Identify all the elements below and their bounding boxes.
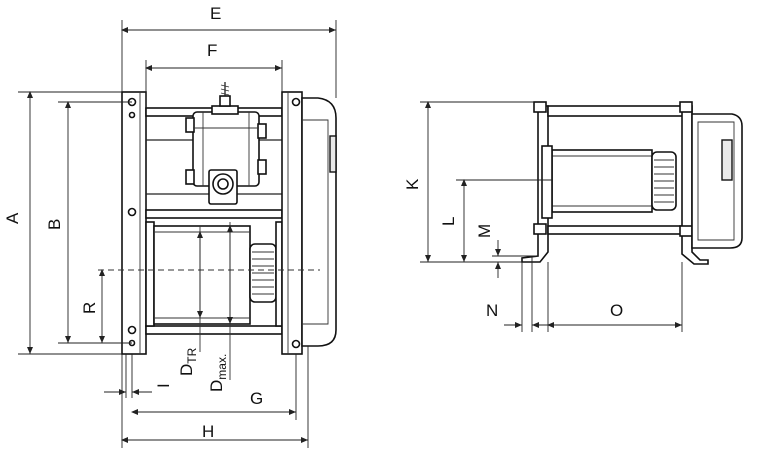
gearbox-flange <box>211 105 239 115</box>
dimension-g <box>121 354 297 448</box>
label-m: M <box>475 224 494 238</box>
label-d-max: Dmax. <box>207 354 229 392</box>
front-view: E F A B R <box>3 4 337 448</box>
label-o: O <box>610 301 623 320</box>
side-motor-hood <box>691 113 743 249</box>
dimension-e <box>121 20 337 98</box>
middle-cross-bar <box>145 209 283 219</box>
label-h: H <box>202 422 214 441</box>
dimension-i <box>104 354 152 398</box>
label-a: A <box>3 212 22 224</box>
label-i: I <box>154 383 173 388</box>
bolt <box>127 325 137 335</box>
crank-boss <box>208 169 238 205</box>
dimension-h <box>121 346 309 448</box>
dimension-a <box>18 91 122 355</box>
label-d-tr: DTR <box>177 347 199 376</box>
breather-stud <box>219 82 231 107</box>
side-drum <box>551 149 653 213</box>
side-view: K L M N O <box>403 101 743 332</box>
label-k: K <box>403 178 422 190</box>
side-rope-coils <box>651 151 677 211</box>
motor-hood <box>301 97 337 347</box>
right-side-plate <box>281 91 303 355</box>
drum <box>153 225 251 325</box>
drum-flange-right <box>275 221 283 327</box>
dimension-f <box>145 60 283 108</box>
frame-top-bar <box>547 105 687 117</box>
label-r: R <box>80 302 99 314</box>
bolt <box>127 207 137 217</box>
label-l: L <box>439 217 458 226</box>
left-side-plate <box>121 91 147 355</box>
dimension-r <box>94 269 122 344</box>
frame-bottom-bar <box>547 225 687 235</box>
label-f: F <box>207 41 217 60</box>
label-b: B <box>45 219 64 230</box>
label-g: G <box>250 389 263 408</box>
rope-coils <box>249 243 277 303</box>
bottom-cross-bar <box>145 325 283 335</box>
label-n: N <box>486 301 498 320</box>
label-e: E <box>210 4 221 23</box>
drum-flange-left <box>145 221 155 327</box>
